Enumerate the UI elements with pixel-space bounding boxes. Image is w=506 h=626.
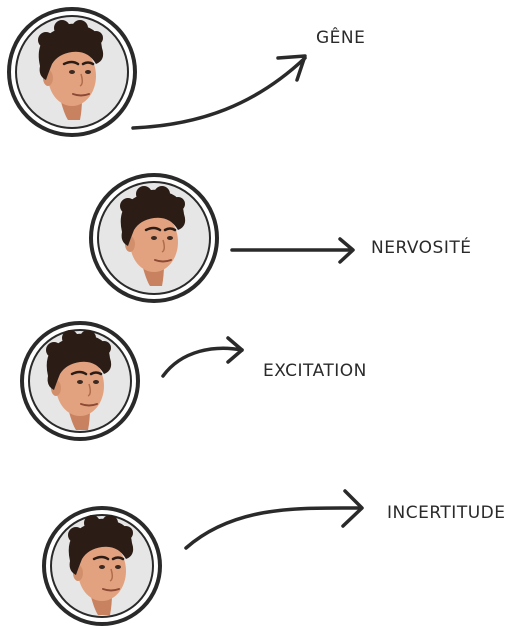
- emotion-label-incertitude: INCERTITUDE: [387, 503, 506, 523]
- emotion-label-excitation: EXCITATION: [263, 361, 367, 381]
- emotion-label-gene: GÊNE: [316, 28, 366, 48]
- arrow-2: [230, 237, 355, 264]
- emotion-label-nervosite: NERVOSITÉ: [371, 238, 472, 258]
- avatar-3: [20, 321, 140, 441]
- avatar-1: [7, 7, 137, 137]
- avatar-2: [89, 173, 219, 303]
- avatar-4: [42, 506, 162, 626]
- arrow-1: [131, 54, 307, 130]
- arrow-3: [161, 336, 244, 378]
- arrow-4: [184, 489, 364, 550]
